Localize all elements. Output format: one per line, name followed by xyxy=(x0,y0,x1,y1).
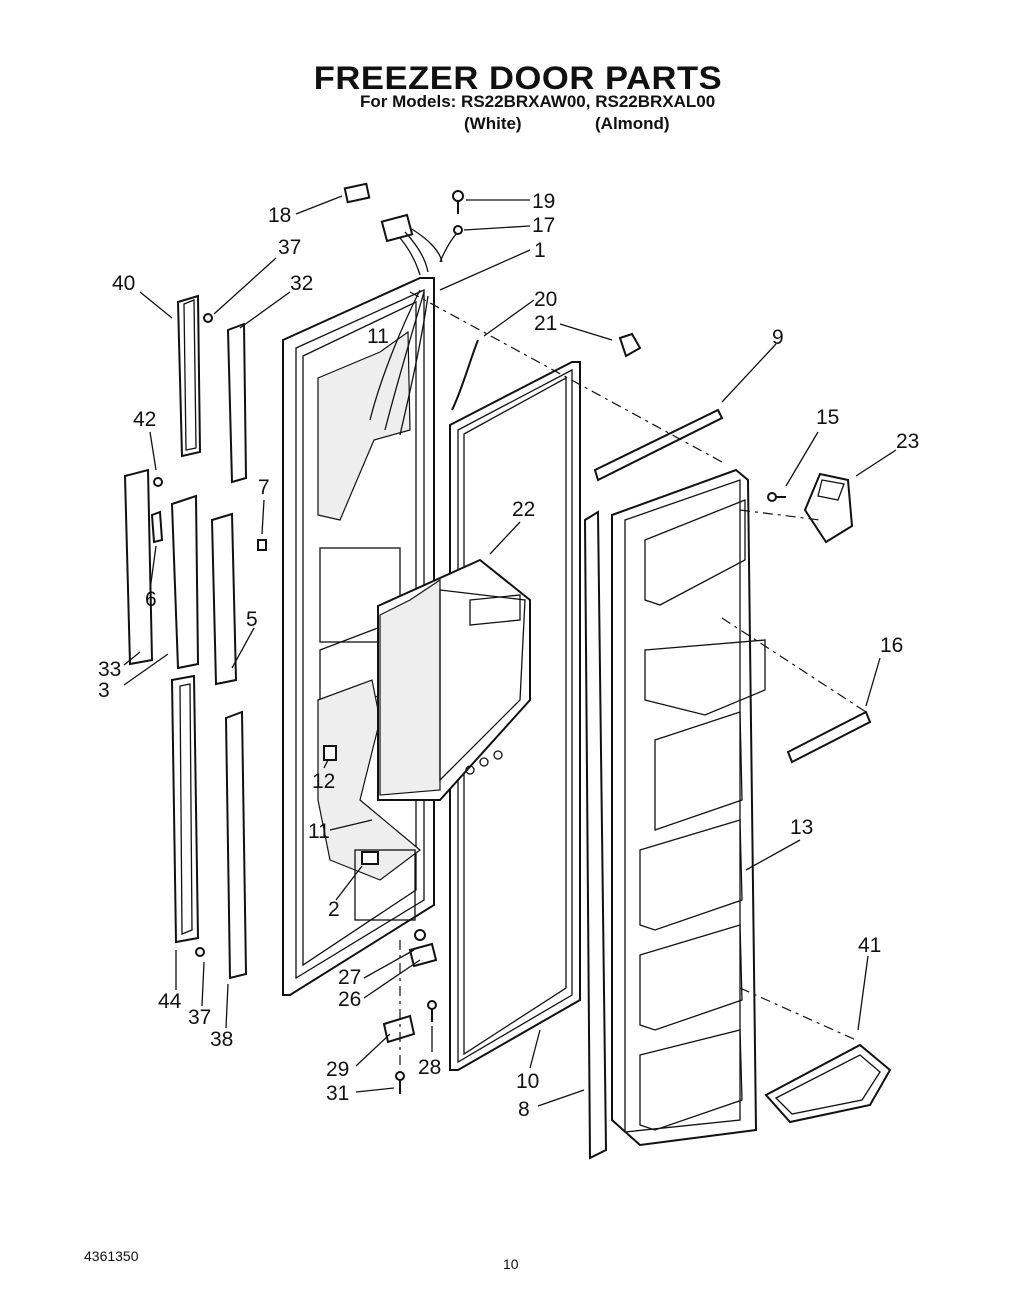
callout-32: 32 xyxy=(290,272,313,295)
callout-10: 10 xyxy=(516,1070,539,1093)
callout-3: 3 xyxy=(98,679,110,702)
callout-5: 5 xyxy=(246,608,258,631)
callout-12: 12 xyxy=(312,770,335,793)
callout-16: 16 xyxy=(880,634,903,657)
callout-37-bottom: 37 xyxy=(188,1006,211,1029)
callout-13: 13 xyxy=(790,816,813,839)
callout-31: 31 xyxy=(326,1082,349,1105)
callout-23: 23 xyxy=(896,430,919,453)
callout-41: 41 xyxy=(858,934,881,957)
liner-gasket-strip xyxy=(583,510,608,1160)
callout-33: 33 xyxy=(98,658,121,681)
callout-38: 38 xyxy=(210,1028,233,1051)
callout-11-bottom: 11 xyxy=(308,820,330,843)
callout-27: 27 xyxy=(338,966,361,989)
callout-11-top: 11 xyxy=(367,325,389,348)
door-liner xyxy=(611,468,766,1147)
alignment-lines xyxy=(399,291,867,1070)
models-line: For Models: RS22BRXAW00, RS22BRXAL00 xyxy=(360,92,716,111)
callout-21: 21 xyxy=(534,312,557,335)
color-white-label: (White) xyxy=(464,114,522,133)
handle-cap-44 xyxy=(170,674,200,944)
callout-9: 9 xyxy=(772,326,784,349)
page-number: 10 xyxy=(503,1256,519,1272)
wiring-harness xyxy=(343,182,464,276)
callout-17: 17 xyxy=(532,214,555,237)
dispenser-housing xyxy=(377,558,531,801)
callout-8: 8 xyxy=(518,1098,530,1121)
callout-18: 18 xyxy=(268,204,291,227)
door-outer-panel xyxy=(282,277,435,996)
leader-lines xyxy=(123,195,897,1107)
document-number: 4361350 xyxy=(84,1248,139,1264)
handle-bracket-5 xyxy=(210,512,238,686)
callout-numbers: 18 19 17 1 37 32 40 20 21 9 11 42 15 23 … xyxy=(98,190,919,1121)
page-title: FREEZER DOOR PARTS xyxy=(313,60,723,96)
color-almond-label: (Almond) xyxy=(595,114,670,133)
callout-15: 15 xyxy=(816,406,839,429)
callout-20: 20 xyxy=(534,288,557,311)
callout-37-top: 37 xyxy=(278,236,301,259)
handle-bracket-3 xyxy=(170,494,200,670)
callout-2: 2 xyxy=(328,898,340,921)
handle-trim-32 xyxy=(226,322,248,484)
callout-44: 44 xyxy=(158,990,182,1013)
handle-cap-40 xyxy=(176,294,202,458)
callout-42: 42 xyxy=(133,408,156,431)
callout-19: 19 xyxy=(532,190,555,213)
callout-29: 29 xyxy=(326,1058,349,1081)
handle-bracket-33 xyxy=(123,468,154,666)
callout-22: 22 xyxy=(512,498,535,521)
callout-26: 26 xyxy=(338,988,361,1011)
callout-28: 28 xyxy=(418,1056,441,1079)
small-parts xyxy=(123,294,892,1124)
callout-7: 7 xyxy=(258,476,270,499)
callout-1: 1 xyxy=(534,239,546,262)
callout-6: 6 xyxy=(145,588,157,611)
callout-40: 40 xyxy=(112,272,135,295)
handle-trim-38 xyxy=(224,710,248,980)
